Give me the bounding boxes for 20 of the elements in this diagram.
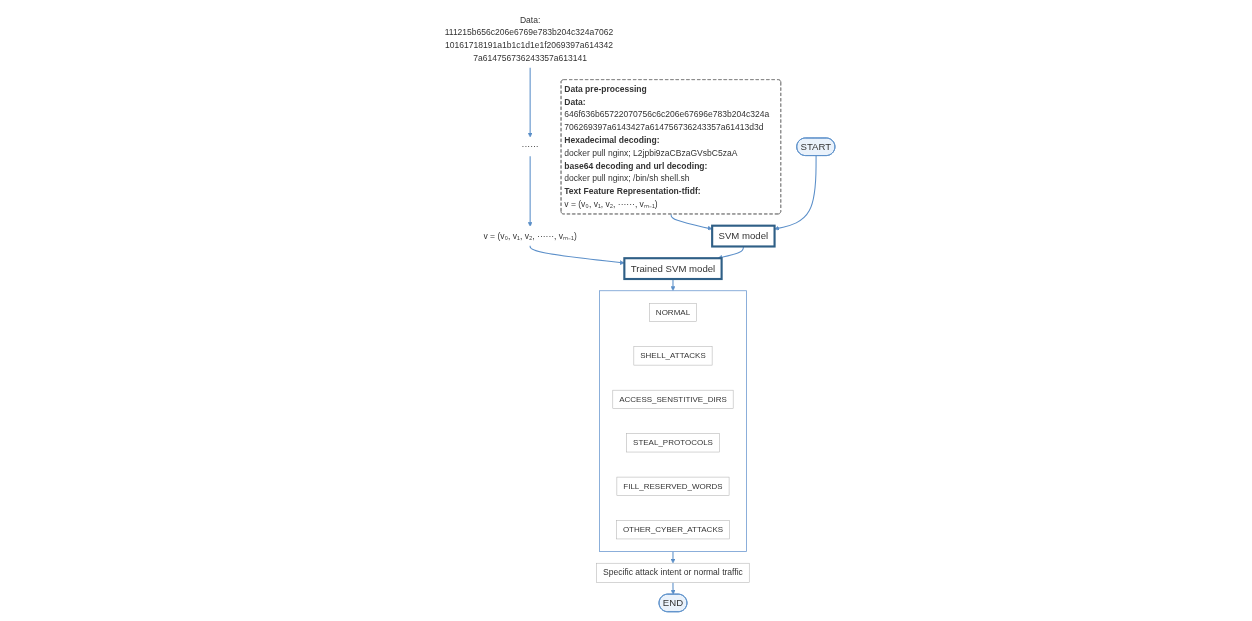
arrow [670,213,713,230]
arrow [670,581,676,595]
node-text: Data: 111215b656c206e6769e783b204c324a7062 10161718191a1b1c1d1e1f2069397a614342 7a614756736243357a613141 [444,14,614,63]
node-text: v = (v₀, v₁, v₂, ······, vₘ₋₁) [483,230,577,240]
node-box: SVM model [711,224,776,248]
arrow [670,550,676,563]
node-box: OTHER_CYBER_ATTACKS [616,519,730,539]
arrow [527,66,533,137]
node-box: STEAL_PROTOCOLS [626,432,720,452]
node-box: FILL_RESERVED_WORDS [616,476,730,496]
node-box: SHELL_ATTACKS [633,345,713,365]
node-text: ······ [521,141,539,151]
node-box: Trained SVM model [623,256,723,280]
arrow [774,154,817,230]
cluster [599,289,747,552]
arrow [527,155,533,227]
node-box: Specific attack intent or normal traffic [596,562,750,583]
node-box: NORMAL [649,302,697,322]
arrow [529,244,625,265]
node-box: ACCESS_SENSTITIVE_DIRS [612,389,734,409]
